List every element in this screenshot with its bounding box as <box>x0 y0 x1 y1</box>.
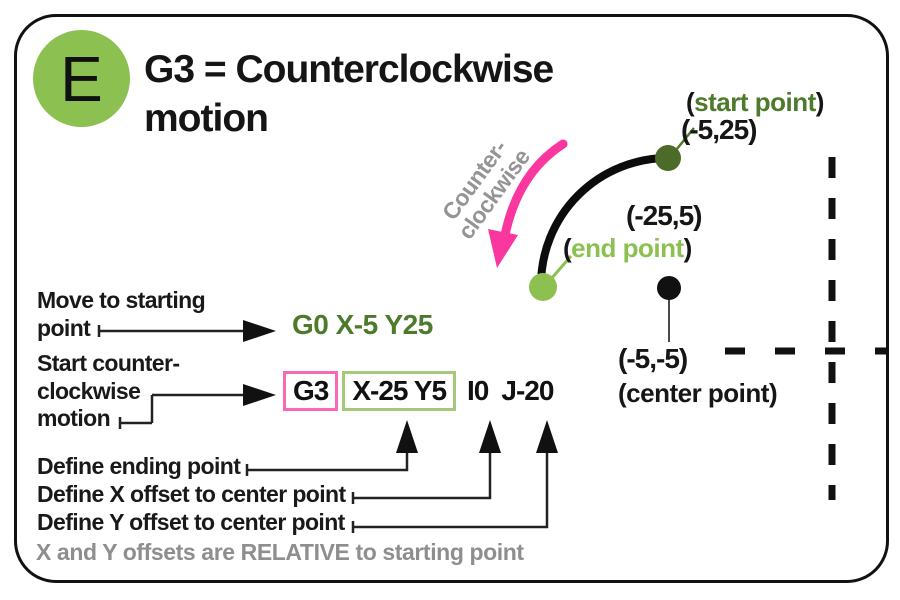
define-y-offset-label: Define Y offset to center point <box>37 509 345 535</box>
g3-token: G3 <box>293 375 329 406</box>
start-ccw-line2: clockwise <box>37 377 141 404</box>
j-offset-token: J-20 <box>501 375 554 406</box>
title-line1: G3 = Counterclockwise <box>144 48 554 91</box>
page-title: G3 = Counterclockwise motion <box>144 45 554 143</box>
define-annotations: Define ending point Define X offset to c… <box>37 452 346 536</box>
start-point-text: start point <box>694 87 816 117</box>
close-paren: ) <box>683 233 693 263</box>
start-ccw-line1: Start counter- <box>37 350 180 376</box>
end-coords-token: X-25 Y5 <box>352 375 447 406</box>
define-ending-point-label: Define ending point <box>37 453 241 479</box>
gcode-move-command: G0 X-5 Y25 <box>292 309 433 340</box>
open-paren: ( <box>563 233 572 263</box>
end-point-coords: (-25,5) <box>626 200 702 231</box>
end-point-label: (end point) <box>563 233 692 264</box>
move-to-start-annotation: Move to starting point <box>37 286 206 342</box>
title-line2: motion <box>144 97 269 140</box>
move-to-start-line2: point <box>37 315 91 341</box>
start-ccw-annotation: Start counter- clockwise motion <box>37 350 180 433</box>
i-offset-token: I0 <box>467 375 489 406</box>
end-coords-token-box: X-25 Y5 <box>342 371 457 411</box>
open-paren: ( <box>686 87 695 117</box>
badge-letter: E <box>60 42 103 115</box>
start-point-label: (start point) <box>686 87 824 118</box>
move-to-start-line1: Move to starting <box>37 287 206 313</box>
start-point-coords: (-5,25) <box>681 114 757 145</box>
start-ccw-line3: motion <box>37 405 111 431</box>
end-point-text: end point <box>571 233 684 263</box>
g3-token-box: G3 <box>283 371 339 411</box>
define-x-offset-label: Define X offset to center point <box>37 481 346 507</box>
gcode-g3-command-row: G3 X-25 Y5 I0 J-20 <box>283 371 554 411</box>
center-point-coords: (-5,-5) <box>618 343 688 374</box>
close-paren: ) <box>815 87 825 117</box>
relative-note: X and Y offsets are RELATIVE to starting… <box>36 539 524 565</box>
letter-badge: E <box>33 30 130 127</box>
center-point-label: (center point) <box>618 378 778 408</box>
